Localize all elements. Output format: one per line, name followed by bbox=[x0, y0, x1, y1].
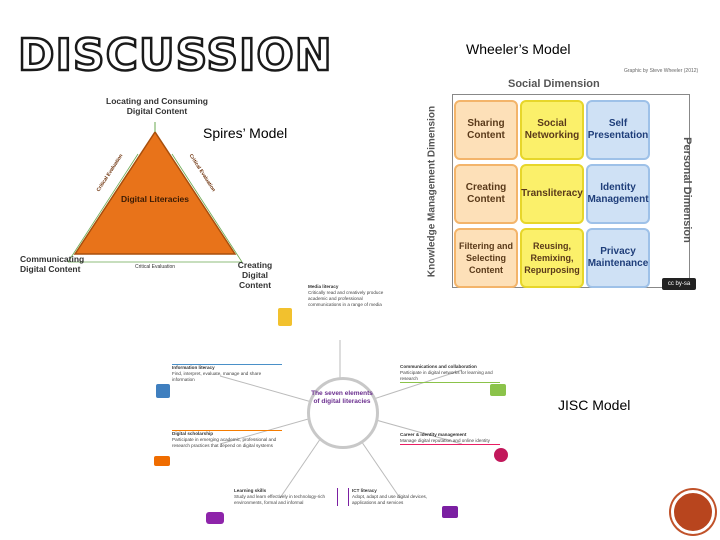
cc-license-badge: cc by-sa bbox=[662, 278, 696, 290]
magnifier-icon bbox=[156, 384, 170, 398]
wheeler-cell-sharing-content: Sharing Content bbox=[454, 100, 518, 160]
spires-bottom-edge-label: Critical Evaluation bbox=[134, 264, 176, 270]
bus-icon bbox=[206, 512, 224, 524]
jisc-body: Manage digital reputation and online ide… bbox=[400, 438, 490, 443]
spires-left-arrow bbox=[67, 153, 139, 263]
wheeler-cell-self-presentation: Self Presentation bbox=[586, 100, 650, 160]
jisc-element-career-identity: Career & identity management Manage digi… bbox=[400, 432, 500, 445]
wheeler-caption: Wheeler’s Model bbox=[466, 41, 571, 57]
spires-bottom-right-label: Creating Digital Content bbox=[237, 260, 273, 290]
wheeler-cell-filtering-selecting: Filtering and Selecting Content bbox=[454, 228, 518, 288]
jisc-caption: JISC Model bbox=[558, 397, 631, 413]
jisc-body: Study and learn effectively in technolog… bbox=[234, 494, 326, 505]
jisc-head: ICT literacy bbox=[352, 488, 377, 493]
wheeler-cell-identity-management: Identity Management bbox=[586, 164, 650, 224]
wheeler-top-dimension: Social Dimension bbox=[508, 78, 600, 90]
wheeler-credit: Graphic by Steve Wheeler (2012) bbox=[624, 68, 699, 74]
graduation-cap-icon bbox=[154, 456, 170, 466]
spires-caption: Spires’ Model bbox=[203, 125, 288, 141]
spires-triangle bbox=[73, 130, 237, 255]
jisc-diagram: The seven elements of digital literacies… bbox=[150, 280, 530, 540]
jisc-head: Communications and collaboration bbox=[400, 364, 477, 369]
jisc-head: Career & identity management bbox=[400, 432, 467, 437]
chat-icon bbox=[490, 384, 506, 396]
person-icon bbox=[494, 448, 508, 462]
jisc-element-media-literacy: Media literacy Critically read and creat… bbox=[308, 284, 390, 308]
jisc-element-learning-skills: Learning skills Study and learn effectiv… bbox=[234, 488, 338, 506]
spires-right-arrow bbox=[171, 153, 243, 263]
wheeler-cell-reusing-remixing: Reusing, Remixing, Repurposing bbox=[520, 228, 584, 288]
spires-diagram: Locating and Consuming Digital Content C… bbox=[20, 92, 290, 292]
wheeler-right-dimension: Personal Dimension bbox=[681, 137, 693, 243]
spires-center-label: Digital Literacies bbox=[120, 194, 190, 204]
jisc-head: Learning skills bbox=[234, 488, 267, 493]
book-icon bbox=[278, 308, 292, 326]
jisc-element-digital-scholarship: Digital scholarship Participate in emerg… bbox=[172, 430, 282, 449]
slide-title: DISCUSSION bbox=[17, 29, 333, 83]
wheeler-diagram: Graphic by Steve Wheeler (2012) Social D… bbox=[412, 64, 700, 290]
slide-corner-circle-icon bbox=[671, 490, 715, 534]
jisc-head: Media literacy bbox=[308, 284, 339, 289]
wheeler-cell-privacy-maintenance: Privacy Maintenance bbox=[586, 228, 650, 288]
jisc-head: Digital scholarship bbox=[172, 431, 214, 436]
wheeler-cell-creating-content: Creating Content bbox=[454, 164, 518, 224]
jisc-body: Critically read and creatively produce a… bbox=[308, 290, 384, 307]
spires-triangle-graphic bbox=[67, 122, 243, 263]
spires-top-label: Locating and Consuming Digital Content bbox=[106, 96, 208, 116]
wheeler-left-dimension: Knowledge Management Dimension bbox=[426, 105, 438, 278]
jisc-body: Participate in digital networks for lear… bbox=[400, 370, 493, 381]
jisc-center-label: The seven elements of digital literacies bbox=[311, 390, 373, 405]
wheeler-cell-social-networking: Social Networking bbox=[520, 100, 584, 160]
jisc-center-circle bbox=[307, 377, 379, 449]
laptop-icon bbox=[442, 506, 458, 518]
spires-bottom-left-label: Communicating Digital Content bbox=[20, 254, 85, 274]
jisc-head: Information literacy bbox=[172, 365, 215, 370]
jisc-element-communications: Communications and collaboration Partici… bbox=[400, 364, 500, 383]
wheeler-cell-transliteracy: Transliteracy bbox=[520, 164, 584, 224]
jisc-element-ict-literacy: ICT literacy Adopt, adapt and use digita… bbox=[348, 488, 446, 506]
jisc-element-information-literacy: Information literacy Find, interpret, ev… bbox=[172, 364, 282, 383]
jisc-body: Adopt, adapt and use digital devices, ap… bbox=[352, 494, 428, 505]
jisc-body: Participate in emerging academic, profes… bbox=[172, 437, 277, 448]
jisc-body: Find, interpret, evaluate, manage and sh… bbox=[172, 371, 262, 382]
